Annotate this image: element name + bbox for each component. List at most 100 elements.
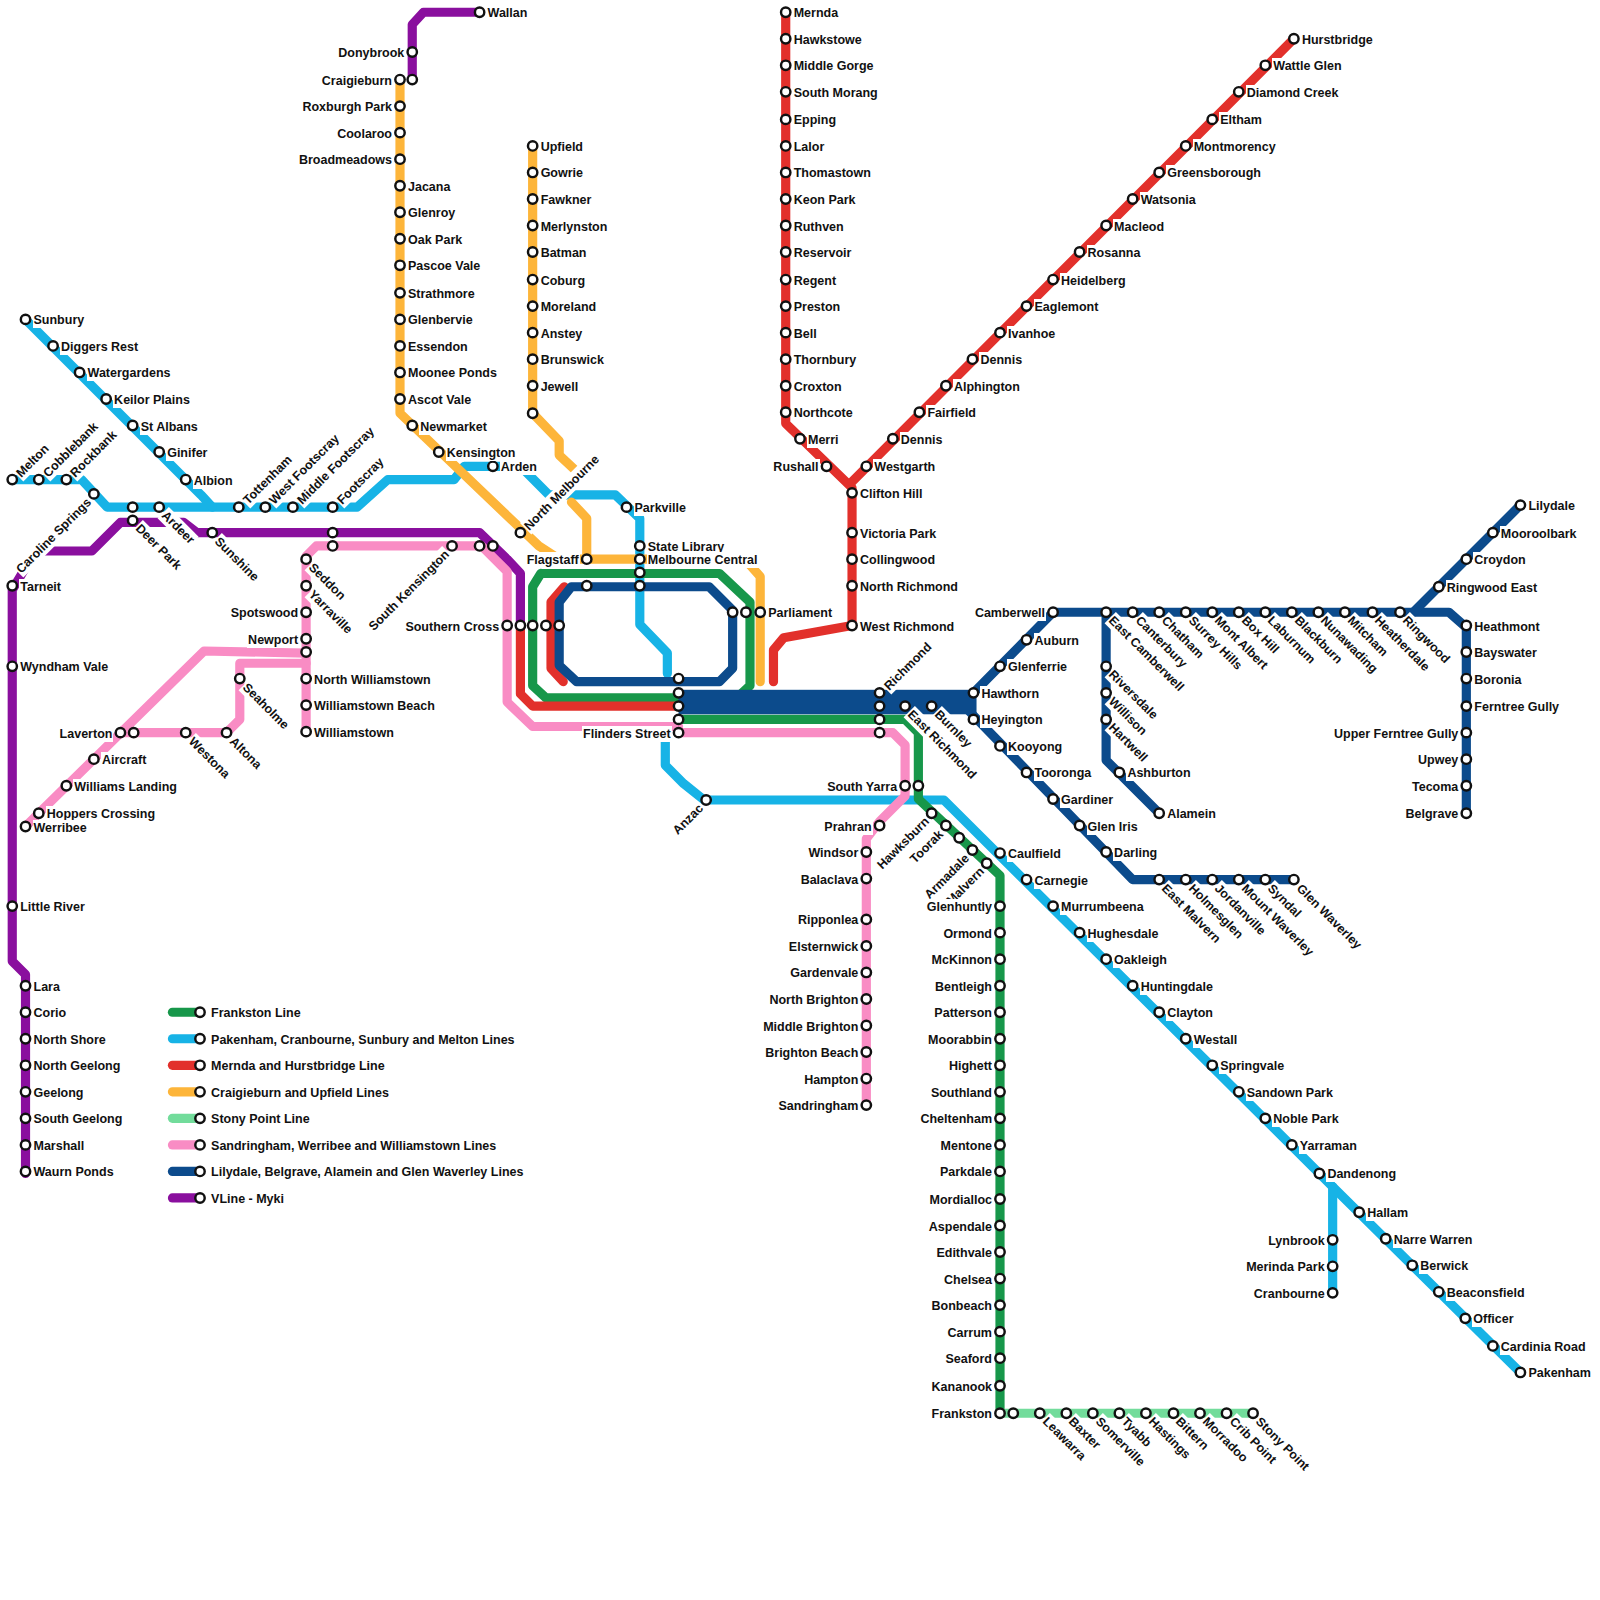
station-dot: [1408, 1261, 1417, 1270]
station-name: Arden: [500, 459, 538, 475]
station-dot: [1048, 275, 1057, 284]
station-dot: [21, 1061, 30, 1070]
station-dot: [475, 8, 484, 17]
label-holder: Collingwood: [859, 551, 936, 568]
route-line: [679, 719, 1000, 1413]
label-holder: Eltham: [1219, 111, 1263, 128]
station-dot: [914, 781, 923, 790]
legend-sample: [172, 1114, 204, 1123]
label-holder: Westall: [1193, 1031, 1239, 1048]
station-dot: [1208, 115, 1217, 124]
station-dot: [154, 502, 163, 511]
station-dot: [915, 408, 924, 417]
label-holder: Williams Landing: [73, 778, 178, 795]
station-name: Pascoe Vale: [407, 258, 481, 274]
legend-sample: [172, 1034, 204, 1043]
station-name: Glenroy: [407, 205, 456, 221]
label-holder: Brighton Beach: [764, 1044, 859, 1061]
station-dot: [862, 915, 871, 924]
station-name: Ormond: [942, 926, 993, 942]
label-holder: Oak Park: [407, 231, 463, 248]
station-dot: [395, 154, 404, 163]
station-dot: [741, 608, 750, 617]
legend-text: Frankston Line: [210, 1005, 302, 1021]
station-name: Rosanna: [1087, 245, 1142, 261]
label-holder: Ormond: [942, 925, 993, 942]
station-name: Williamstown Beach: [313, 698, 436, 714]
label-holder: Jacana: [407, 178, 451, 195]
station-dot: [635, 568, 644, 577]
station-name: Noble Park: [1272, 1111, 1339, 1127]
station-dot: [1101, 847, 1110, 856]
station-dot: [128, 516, 137, 525]
label-holder: Lilydale: [1527, 497, 1576, 514]
label-holder: Lynbrook: [1267, 1232, 1325, 1249]
label-holder: Melbourne Central: [647, 551, 759, 568]
label-holder: Cheltenham: [919, 1110, 993, 1127]
station-name: Oak Park: [407, 232, 463, 248]
station-dot: [622, 502, 631, 511]
label-holder: Diamond Creek: [1246, 84, 1340, 101]
station-name: Sandringham: [777, 1098, 859, 1114]
station-name: North Geelong: [33, 1058, 122, 1074]
label-holder: Glenhuntly: [926, 898, 993, 915]
station-dot: [1208, 875, 1217, 884]
label-holder: Croydon: [1473, 551, 1526, 568]
station-dot: [488, 541, 497, 550]
station-name: Bonbeach: [931, 1298, 993, 1314]
station-dot: [288, 502, 297, 511]
station-dot: [847, 621, 856, 630]
station-dot: [862, 994, 871, 1003]
label-holder: Patterson: [933, 1004, 993, 1021]
station-name: Roxburgh Park: [301, 99, 393, 115]
station-dot: [1101, 662, 1110, 671]
station-dot: [995, 1353, 1004, 1362]
station-dot: [48, 341, 57, 350]
station-name: Beaconsfield: [1446, 1285, 1526, 1301]
station-name: Macleod: [1113, 219, 1165, 235]
station-name: South Geelong: [33, 1111, 124, 1127]
station-dot: [1234, 608, 1243, 617]
station-dot: [62, 475, 71, 484]
station-name: Elsternwick: [788, 939, 859, 955]
station-name: Hughesdale: [1087, 926, 1160, 942]
label-holder: Upper Ferntree Gully: [1333, 725, 1459, 742]
station-dot: [1261, 875, 1270, 884]
station-dot: [862, 941, 871, 950]
station-dot: [862, 1100, 871, 1109]
station-name: Fairfield: [926, 405, 977, 421]
label-holder: Eaglemont: [1034, 298, 1100, 315]
label-holder: Aircraft: [101, 751, 147, 768]
station-dot: [128, 421, 137, 430]
station-dot: [447, 541, 456, 550]
station-dot: [222, 728, 231, 737]
route-line: [400, 80, 760, 682]
station-dot: [395, 261, 404, 270]
route-line: [520, 626, 678, 707]
label-holder: Berwick: [1419, 1257, 1469, 1274]
station-dot: [528, 141, 537, 150]
label-holder: Hughesdale: [1087, 925, 1160, 942]
trunk-band: [679, 690, 977, 714]
label-holder: Williamstown: [313, 724, 395, 741]
label-holder: Jewell: [540, 378, 580, 395]
station-name: Lalor: [793, 139, 826, 155]
station-name: Hallam: [1366, 1205, 1409, 1221]
station-name: Boronia: [1473, 672, 1522, 688]
station-dot: [728, 608, 737, 617]
station-dot: [8, 581, 17, 590]
label-holder: Highett: [948, 1057, 993, 1074]
station-name: Dennis: [979, 352, 1023, 368]
label-holder: Bentleigh: [934, 978, 993, 995]
label-holder: Moorabbin: [927, 1031, 993, 1048]
station-name: Diggers Rest: [60, 339, 139, 355]
legend-sample: [172, 1008, 204, 1017]
station-name: Waurn Ponds: [33, 1164, 115, 1180]
station-dot: [995, 662, 1004, 671]
station-name: Ruthven: [793, 219, 845, 235]
station-dot: [528, 194, 537, 203]
station-dot: [1287, 1140, 1296, 1149]
station-dot: [101, 394, 110, 403]
station-name: Hawkstowe: [793, 32, 863, 48]
label-holder: Regent: [793, 272, 837, 289]
